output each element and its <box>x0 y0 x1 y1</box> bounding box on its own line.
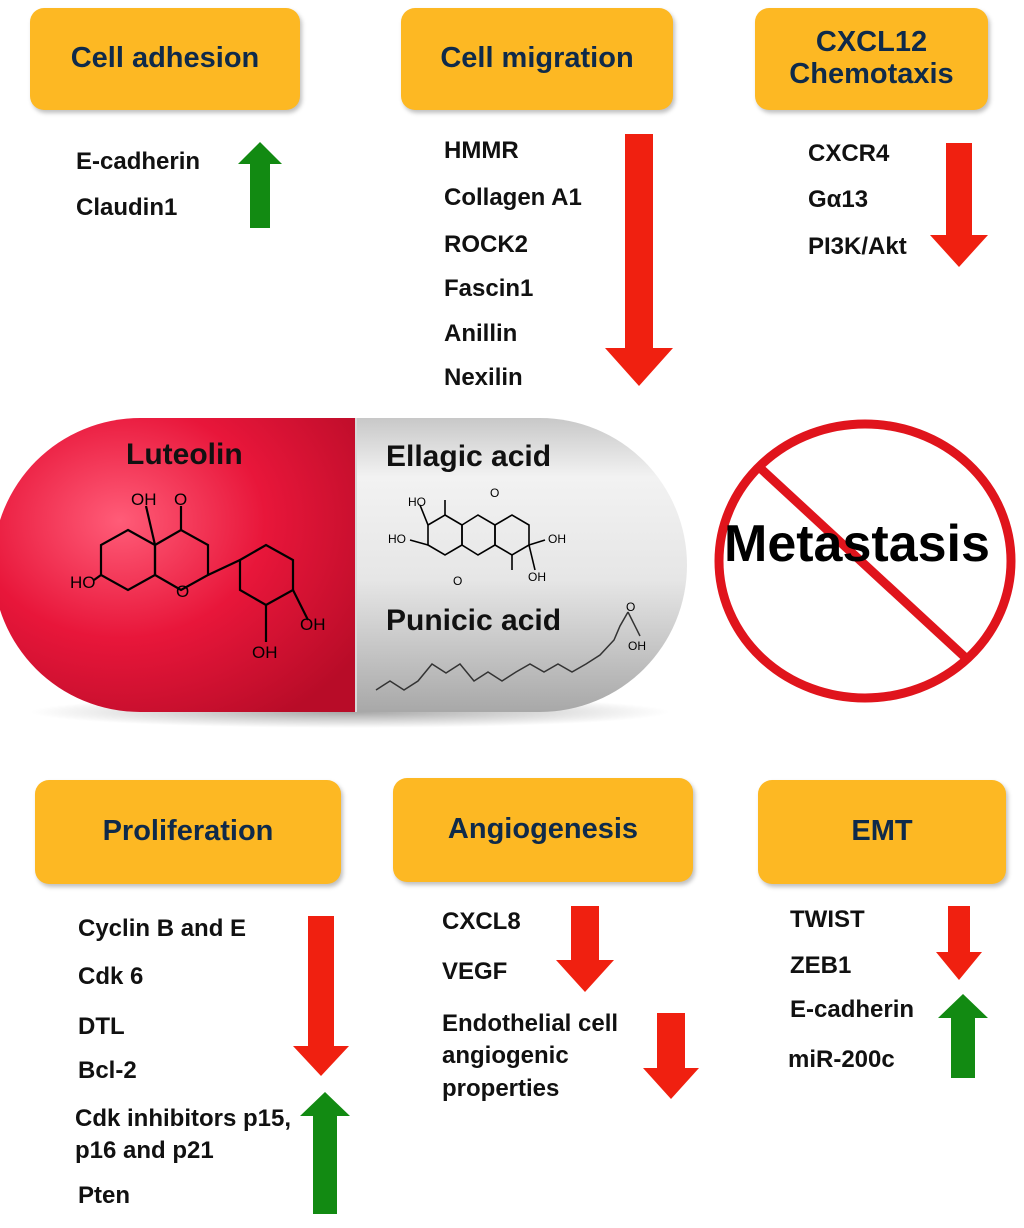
atom-label: O <box>176 582 189 601</box>
down-arrow-icon <box>556 906 614 992</box>
angiogenesis-item: Endothelial cell angiogenic properties <box>442 1010 619 1102</box>
atom-label: O <box>490 486 499 500</box>
atom-label: OH <box>131 490 157 509</box>
atom-label: OH <box>300 615 326 634</box>
cell-migration-box: Cell migration <box>401 8 673 110</box>
cell-adhesion-label: Cell adhesion <box>70 42 260 75</box>
atom-label: OH <box>548 532 566 546</box>
cell-migration-item: Collagen A1 <box>444 184 582 211</box>
cell-migration-item: HMMR <box>444 137 519 164</box>
ellagic-acid-structure: HO HO OH OH O O <box>388 486 566 588</box>
emt-box: EMT <box>758 780 1006 884</box>
down-arrow-icon <box>936 906 982 980</box>
chemotaxis-item: Gα13 <box>808 186 869 213</box>
down-arrow-icon <box>930 143 988 267</box>
cell-migration-label: Cell migration <box>440 42 634 75</box>
proliferation-item: Cdk 6 <box>78 963 144 990</box>
emt-item: E-cadherin <box>790 996 915 1023</box>
atom-label: O <box>174 490 187 509</box>
proliferation-item: DTL <box>78 1013 125 1040</box>
proliferation-box: Proliferation <box>35 780 341 884</box>
proliferation-item: Cyclin B and E <box>78 915 247 942</box>
chemotaxis-box: CXCL12 Chemotaxis <box>755 8 988 110</box>
up-arrow-icon <box>938 994 988 1078</box>
cell-migration-item: Anillin <box>444 320 518 347</box>
atom-label: HO <box>70 573 96 592</box>
atom-label: OH <box>528 570 546 584</box>
atom-label: OH <box>628 639 646 653</box>
angiogenesis-item: CXCL8 <box>442 908 521 935</box>
atom-label: O <box>626 600 635 614</box>
luteolin-structure: OH O HO O OH OH <box>70 490 326 662</box>
up-arrow-icon <box>300 1092 350 1214</box>
atom-label: HO <box>388 532 406 546</box>
atom-label: OH <box>252 643 278 662</box>
capsule-pill <box>0 418 687 728</box>
emt-label: EMT <box>851 815 913 848</box>
angiogenesis-box: Angiogenesis <box>393 778 693 882</box>
angiogenesis-label: Angiogenesis <box>447 813 639 846</box>
punicic-acid-structure: O OH <box>375 600 646 691</box>
chemotaxis-label-line2: Chemotaxis <box>789 58 954 90</box>
ellagic-acid-label: Ellagic acid <box>386 440 552 473</box>
cell-migration-item: ROCK2 <box>444 231 529 258</box>
emt-item: TWIST <box>790 906 865 933</box>
cell-migration-item: Fascin1 <box>444 275 534 302</box>
proliferation-item: Pten <box>78 1182 131 1209</box>
metastasis-label: Metastasis <box>724 515 990 573</box>
cell-migration-item: Nexilin <box>444 364 523 391</box>
chemotaxis-label-line1: CXCL12 <box>815 26 928 59</box>
cell-adhesion-item: Claudin1 <box>76 194 178 221</box>
up-arrow-icon <box>238 142 282 228</box>
down-arrow-icon <box>643 1013 699 1099</box>
proliferation-item: Cdk inhibitors p15, p16 and p21 <box>75 1105 292 1165</box>
emt-item: ZEB1 <box>790 952 852 979</box>
atom-label: HO <box>408 495 426 509</box>
cell-adhesion-box: Cell adhesion <box>30 8 300 110</box>
proliferation-label: Proliferation <box>102 815 274 848</box>
down-arrow-icon <box>293 916 349 1076</box>
chemotaxis-item: CXCR4 <box>808 140 890 167</box>
luteolin-label: Luteolin <box>126 438 243 471</box>
proliferation-item: Bcl-2 <box>78 1057 137 1084</box>
chemotaxis-item: PI3K/Akt <box>808 233 907 260</box>
angiogenesis-item: VEGF <box>442 958 508 985</box>
down-arrow-icon <box>605 134 673 386</box>
cell-adhesion-item: E-cadherin <box>76 148 201 175</box>
atom-label: O <box>453 574 462 588</box>
punicic-acid-label: Punicic acid <box>386 604 562 637</box>
emt-item: miR-200c <box>788 1046 895 1073</box>
prohibited-icon <box>714 419 1016 703</box>
